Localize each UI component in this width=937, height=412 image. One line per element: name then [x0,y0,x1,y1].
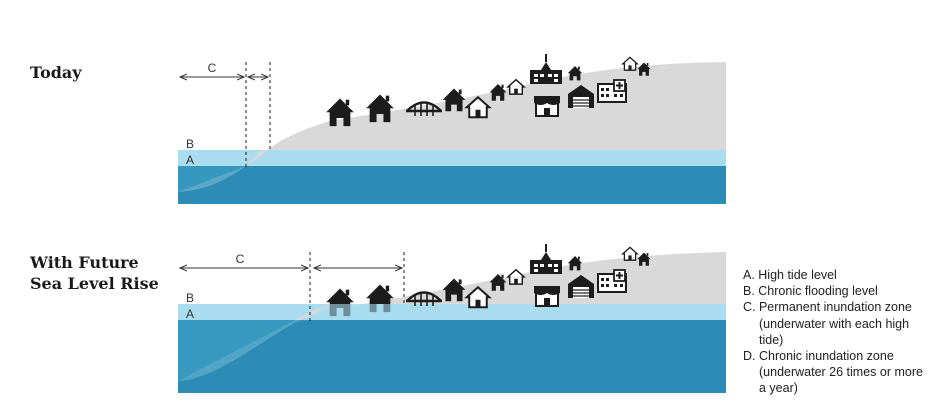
house-icon [622,246,638,261]
label-a: A [186,307,194,321]
store-icon [533,285,561,307]
flood-overlay [318,304,404,320]
school-icon [530,244,562,274]
panel-title-today: Today [30,63,82,82]
label-b: B [186,137,194,151]
legend-item-b: B. Chronic flooding level [743,284,878,299]
legend-item-a: A. High tide level [743,268,837,282]
hospital-icon [597,269,627,293]
label-b: B [186,291,194,305]
hospital-icon [597,79,627,103]
panel-today: C B A [178,54,726,204]
house-icon [507,78,525,95]
school-icon [530,54,562,84]
legend: A. High tide level B. Chronic flooding l… [743,267,933,397]
store-icon [533,95,561,117]
legend-item-c: C. Permanent inundation zone (underwater… [743,300,912,347]
label-a: A [186,153,194,167]
legend-item-d: D. Chronic inundation zone (underwater 2… [743,349,923,396]
panel-future: C B A [178,244,726,393]
high-tide-band [178,150,726,166]
label-c: C [236,252,245,266]
high-tide-band [178,304,726,320]
house-icon [622,56,638,71]
house-icon [507,268,525,285]
label-c: C [208,61,217,75]
